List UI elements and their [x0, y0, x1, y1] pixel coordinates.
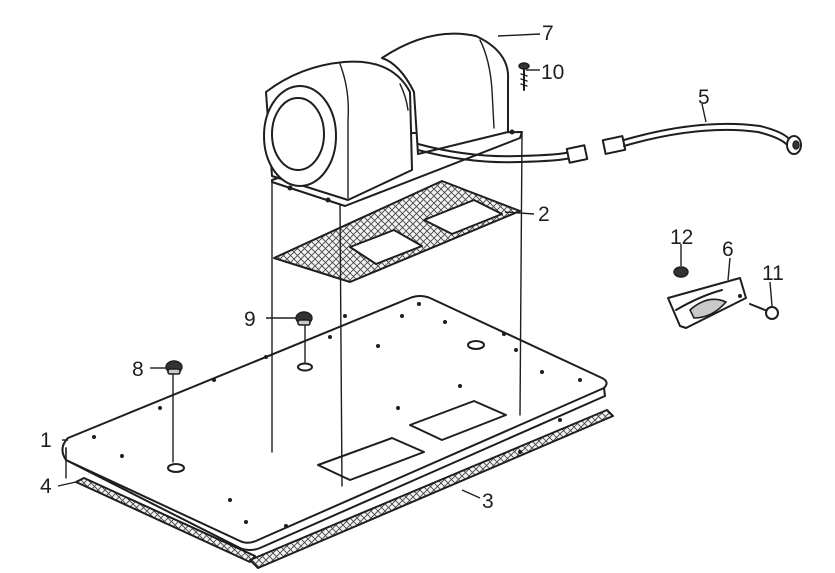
gasket [273, 180, 521, 283]
screw-10 [518, 62, 530, 91]
callout-3: 3 [482, 490, 494, 513]
callout-4: 4 [40, 475, 52, 498]
wiring-harness [417, 122, 802, 164]
assembly-guide-lines [65, 133, 523, 487]
callout-6: 6 [722, 238, 734, 261]
grommet-9 [295, 311, 313, 326]
leader-lines [57, 33, 773, 499]
callout-5: 5 [698, 86, 710, 109]
nut-12 [673, 266, 689, 278]
bolt-11 [749, 303, 779, 320]
callout-11: 11 [762, 262, 784, 285]
seal-strip-left [75, 477, 256, 563]
blower-motor [263, 32, 523, 207]
callout-9: 9 [244, 308, 256, 331]
callout-1: 1 [40, 429, 52, 452]
callout-8: 8 [132, 358, 144, 381]
callout-10: 10 [541, 61, 564, 84]
callout-7: 7 [542, 22, 554, 45]
bracket-6 [667, 277, 747, 329]
grommet-8 [165, 360, 183, 375]
base-plate [61, 295, 608, 551]
seal-strip-front [249, 409, 614, 569]
callout-2: 2 [538, 203, 550, 226]
callout-12: 12 [670, 226, 693, 249]
